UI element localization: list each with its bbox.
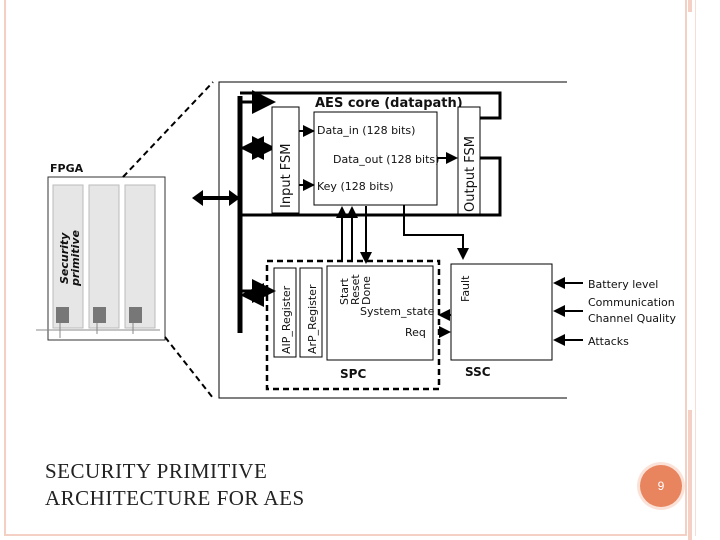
external-inputs: Battery level Communication Channel Qual… (553, 277, 676, 348)
key-label: Key (128 bits) (317, 180, 394, 193)
reset-label: Reset (349, 274, 362, 305)
output-fsm-block: Output FSM (457, 106, 481, 216)
page-number-badge: 9 (640, 465, 682, 507)
battery-level-label: Battery level (588, 278, 658, 291)
arp-register-block: ArP_Register (299, 267, 323, 358)
aip-register-block: AIP_Register (273, 267, 297, 358)
start-label: Start (338, 277, 351, 305)
input-fsm-block: Input FSM (271, 106, 300, 214)
communication-label: Communication (588, 296, 675, 309)
done-label: Done (360, 276, 373, 305)
security-label: Security (58, 232, 71, 284)
aes-core-block: AES core (datapath) Data_in (128 bits) D… (313, 96, 463, 206)
attacks-label: Attacks (588, 335, 629, 348)
output-fsm-label: Output FSM (463, 136, 478, 212)
slide-title: SECURITY PRIMITIVE ARCHITECTURE FOR AES (45, 459, 305, 510)
bus-fsm-arrows (240, 90, 276, 160)
primitive-label: primitive (69, 229, 82, 287)
fault-path (403, 205, 469, 260)
slide-frame (4, 0, 687, 536)
data-in-label: Data_in (128 bits) (317, 124, 415, 137)
decor-bar-top (688, 0, 692, 12)
system-state-label: System_state (360, 305, 435, 318)
spc-block: Start Reset Done System_state Req SPC (326, 265, 435, 381)
fpga-label: FPGA (50, 162, 84, 175)
security-primitive-box (218, 81, 567, 399)
aip-register-label: AIP_Register (280, 285, 293, 354)
ssc-block: Fault SSC (450, 263, 553, 379)
fault-label: Fault (459, 275, 472, 302)
input-fsm-label: Input FSM (279, 143, 294, 208)
arp-register-label: ArP_Register (306, 284, 319, 354)
fpga-block: FPGA Security primitive (36, 162, 166, 341)
output-to-bus-top (240, 91, 502, 120)
channel-quality-label: Channel Quality (588, 312, 676, 325)
data-out-label: Data_out (128 bits) (333, 153, 439, 166)
decor-bar-bottom (688, 410, 692, 540)
right-decoration (688, 0, 720, 540)
ssc-label: SSC (465, 365, 491, 379)
req-label: Req (405, 326, 426, 339)
edge-line (695, 0, 696, 536)
spc-label: SPC (340, 367, 366, 381)
output-to-bus-bottom (242, 156, 502, 217)
bus-register-arrows (240, 279, 276, 307)
zoom-line-top (122, 81, 214, 178)
aes-core-title: AES core (datapath) (315, 96, 463, 111)
zoom-line-bottom (164, 336, 214, 399)
bus-bidirectional-arrow (192, 190, 240, 206)
